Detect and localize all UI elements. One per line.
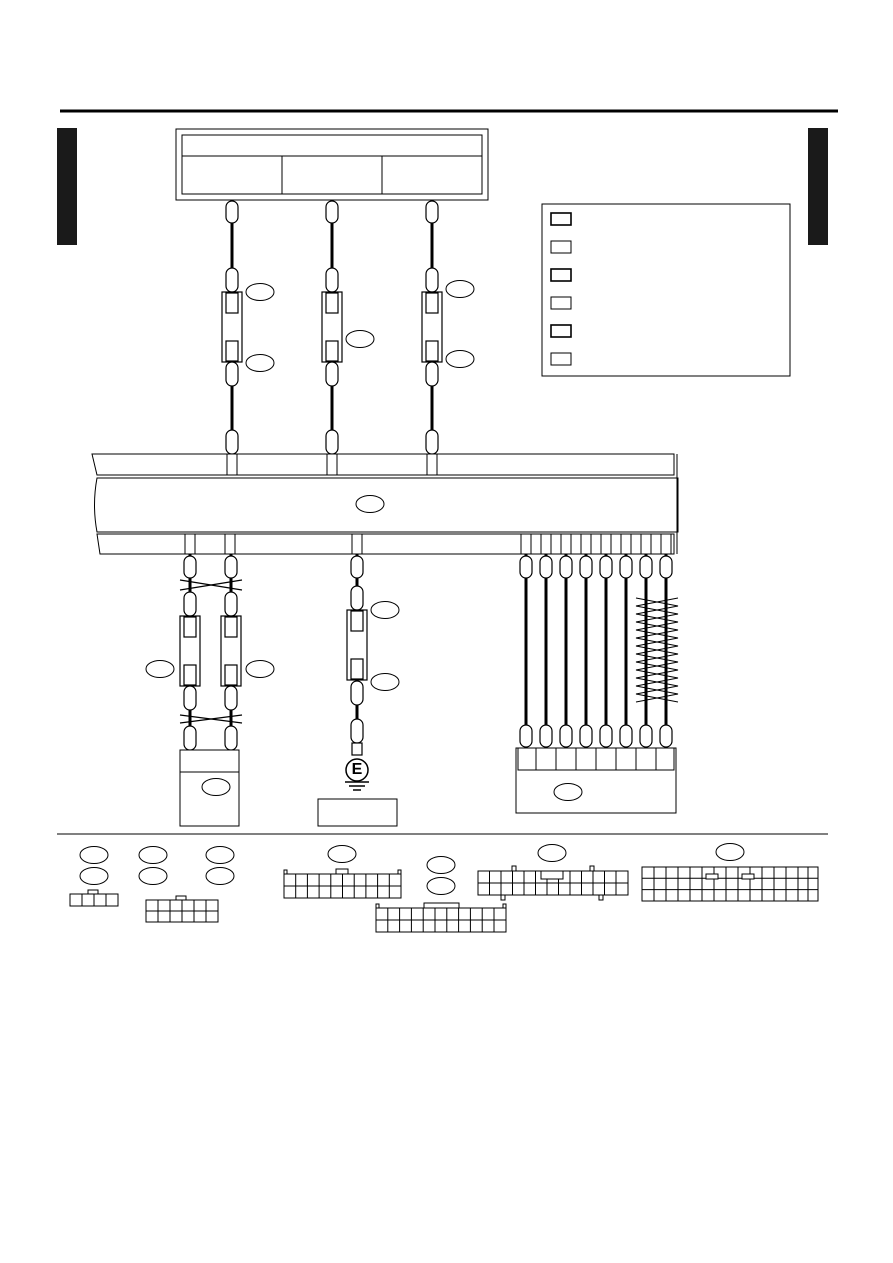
legend-swatch-5 bbox=[550, 324, 572, 338]
connector-view-4pin bbox=[69, 889, 119, 907]
legend-swatch-3 bbox=[550, 268, 572, 282]
legend-box bbox=[541, 203, 791, 377]
ground-symbol-lines bbox=[345, 781, 369, 791]
connector-view-id-ovals bbox=[79, 843, 745, 895]
connector-view-20pin bbox=[283, 868, 402, 899]
top-connectors bbox=[221, 200, 443, 455]
legend-swatch-2 bbox=[550, 240, 572, 254]
legend-swatch-4 bbox=[550, 296, 572, 310]
left-connectors bbox=[179, 555, 242, 751]
connector-view-12pin bbox=[145, 895, 219, 923]
connector-view-large bbox=[641, 866, 819, 902]
left-section-tab bbox=[57, 128, 77, 245]
left-id-ovals bbox=[145, 660, 275, 678]
right-harness-connectors bbox=[519, 555, 673, 748]
legend-swatch-1 bbox=[550, 212, 572, 226]
right-harness-twist bbox=[635, 597, 679, 703]
right-bottom-component bbox=[515, 747, 677, 814]
legend-swatch-6 bbox=[550, 352, 572, 366]
ground-point-box bbox=[317, 798, 398, 827]
control-unit-top-pins bbox=[226, 453, 438, 476]
top-connector-id-ovals bbox=[245, 280, 475, 372]
left-bottom-component bbox=[179, 749, 240, 827]
right-harness-wires bbox=[524, 554, 668, 748]
top-component-box bbox=[175, 128, 489, 201]
control-unit-id-oval bbox=[355, 495, 385, 513]
control-unit-bottom-pins bbox=[184, 533, 672, 555]
ground-connectors bbox=[346, 555, 368, 756]
ground-symbol-label: E bbox=[351, 761, 363, 778]
connector-view-26pin bbox=[477, 865, 629, 901]
ground-symbol-circle bbox=[345, 758, 369, 782]
right-section-tab bbox=[808, 128, 828, 245]
ground-id-ovals bbox=[370, 601, 400, 691]
connector-view-22pin bbox=[375, 902, 507, 933]
